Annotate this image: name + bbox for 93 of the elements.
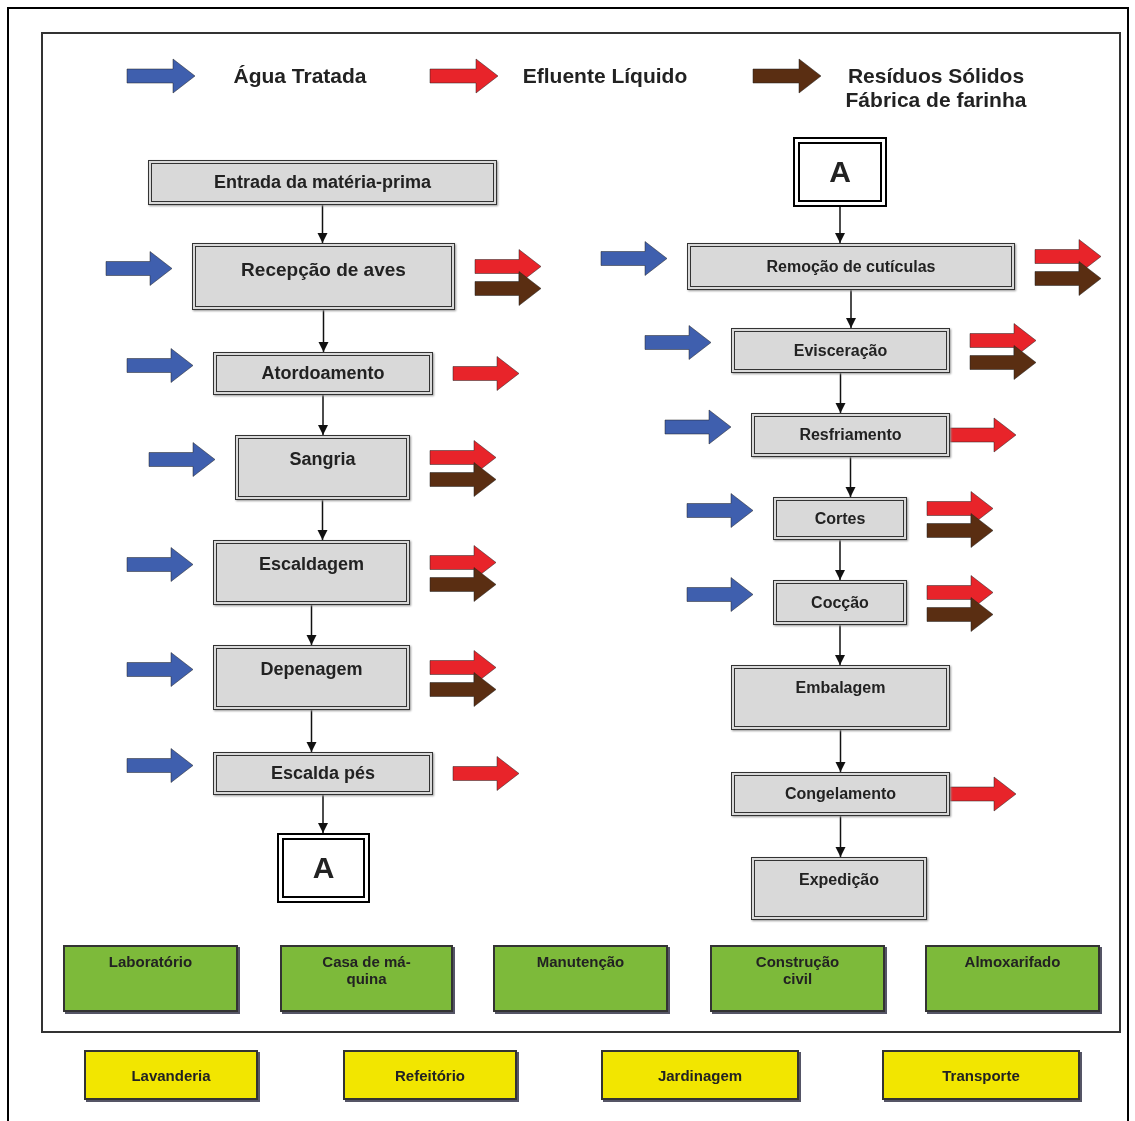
flow-arrow bbox=[429, 672, 497, 707]
process-box bbox=[687, 243, 1015, 290]
flow-arrow bbox=[926, 597, 994, 632]
support-box bbox=[63, 945, 238, 1012]
step-label: Evisceração bbox=[792, 341, 889, 360]
step-label: Refeitório bbox=[394, 1066, 466, 1084]
step-label: Laboratório bbox=[107, 953, 194, 970]
step-label: Embalagem bbox=[794, 679, 887, 697]
step-label: Cortes bbox=[813, 509, 867, 528]
support-box bbox=[925, 945, 1100, 1012]
flow-arrow bbox=[834, 206, 846, 244]
step-label: Cocção bbox=[810, 593, 870, 612]
legend-label: Efluente Líquido bbox=[521, 64, 689, 88]
step-label: Depenagem bbox=[259, 659, 364, 680]
flow-arrow bbox=[317, 499, 328, 541]
flow-arrow bbox=[845, 456, 856, 498]
support-box bbox=[280, 945, 453, 1012]
flow-arrow bbox=[834, 624, 846, 666]
flow-arrow bbox=[306, 604, 317, 646]
flow-arrow bbox=[644, 325, 712, 360]
flow-arrow bbox=[835, 815, 846, 858]
flow-arrow bbox=[126, 547, 194, 582]
flow-arrow bbox=[686, 493, 754, 528]
process-box bbox=[235, 435, 410, 500]
step-label: Transporte bbox=[941, 1066, 1021, 1084]
flow-arrow bbox=[452, 356, 520, 391]
flow-arrow bbox=[969, 345, 1037, 380]
process-box bbox=[773, 497, 907, 540]
flow-arrow bbox=[835, 729, 846, 773]
step-label: Construção civil bbox=[754, 953, 841, 987]
flow-arrow bbox=[1034, 261, 1102, 296]
process-box bbox=[148, 160, 497, 205]
step-label: Congelamento bbox=[783, 785, 898, 803]
process-box bbox=[773, 580, 907, 625]
flow-arrow bbox=[835, 372, 846, 414]
flow-arrow bbox=[926, 513, 994, 548]
flow-arrow bbox=[429, 462, 497, 497]
process-box bbox=[213, 540, 410, 605]
flow-arrow bbox=[105, 251, 173, 286]
flow-arrow bbox=[949, 776, 1017, 812]
service-box bbox=[601, 1050, 799, 1100]
flow-arrow bbox=[317, 794, 329, 834]
flow-arrow bbox=[429, 567, 497, 602]
step-label: Casa de má- quina bbox=[321, 953, 412, 987]
process-box bbox=[213, 752, 433, 795]
flow-arrow bbox=[845, 289, 857, 329]
step-label: A bbox=[828, 155, 852, 189]
support-box bbox=[710, 945, 885, 1012]
process-box bbox=[213, 645, 410, 710]
process-box bbox=[751, 413, 950, 457]
flow-arrow bbox=[126, 348, 194, 383]
step-label: Expedição bbox=[798, 871, 880, 889]
legend-label: Água Tratada bbox=[232, 64, 368, 88]
service-box bbox=[343, 1050, 517, 1100]
process-box bbox=[731, 772, 950, 816]
flow-arrow bbox=[474, 271, 542, 306]
process-box bbox=[213, 352, 433, 395]
flow-arrow bbox=[306, 709, 317, 753]
step-label: Resfriamento bbox=[798, 426, 903, 444]
flow-arrow bbox=[686, 577, 754, 612]
support-box bbox=[493, 945, 668, 1012]
flow-arrow bbox=[317, 394, 329, 436]
flow-arrow bbox=[600, 241, 668, 276]
step-label: Manutenção bbox=[535, 953, 626, 970]
service-box bbox=[882, 1050, 1080, 1100]
step-label: Escalda pés bbox=[269, 763, 377, 784]
flow-arrow bbox=[126, 652, 194, 687]
step-label: Remoção de cutículas bbox=[765, 257, 937, 276]
flow-arrow bbox=[664, 409, 732, 445]
step-label: Lavanderia bbox=[130, 1066, 212, 1084]
connector-box bbox=[277, 833, 370, 903]
flow-arrow bbox=[452, 756, 520, 791]
flow-arrow bbox=[834, 539, 846, 581]
service-box bbox=[84, 1050, 258, 1100]
process-box bbox=[731, 665, 950, 730]
flow-arrow bbox=[318, 309, 329, 353]
flow-arrow bbox=[317, 204, 328, 244]
step-label: Jardinagem bbox=[656, 1066, 744, 1084]
flow-arrow bbox=[126, 748, 194, 783]
connector-box bbox=[793, 137, 887, 207]
flow-arrow bbox=[949, 417, 1017, 453]
process-box bbox=[731, 328, 950, 373]
legend-label: Resíduos Sólidos Fábrica de farinha bbox=[844, 64, 1028, 112]
step-label: Entrada da matéria-prima bbox=[212, 172, 433, 193]
process-box bbox=[192, 243, 455, 310]
process-box bbox=[751, 857, 927, 920]
step-label: Almoxarifado bbox=[963, 953, 1062, 970]
step-label: Recepção de aves bbox=[240, 259, 407, 281]
step-label: Sangria bbox=[288, 449, 357, 470]
step-label: Atordoamento bbox=[260, 363, 386, 384]
step-label: Escaldagem bbox=[257, 554, 366, 575]
flow-arrow bbox=[148, 442, 216, 477]
step-label: A bbox=[311, 851, 336, 885]
